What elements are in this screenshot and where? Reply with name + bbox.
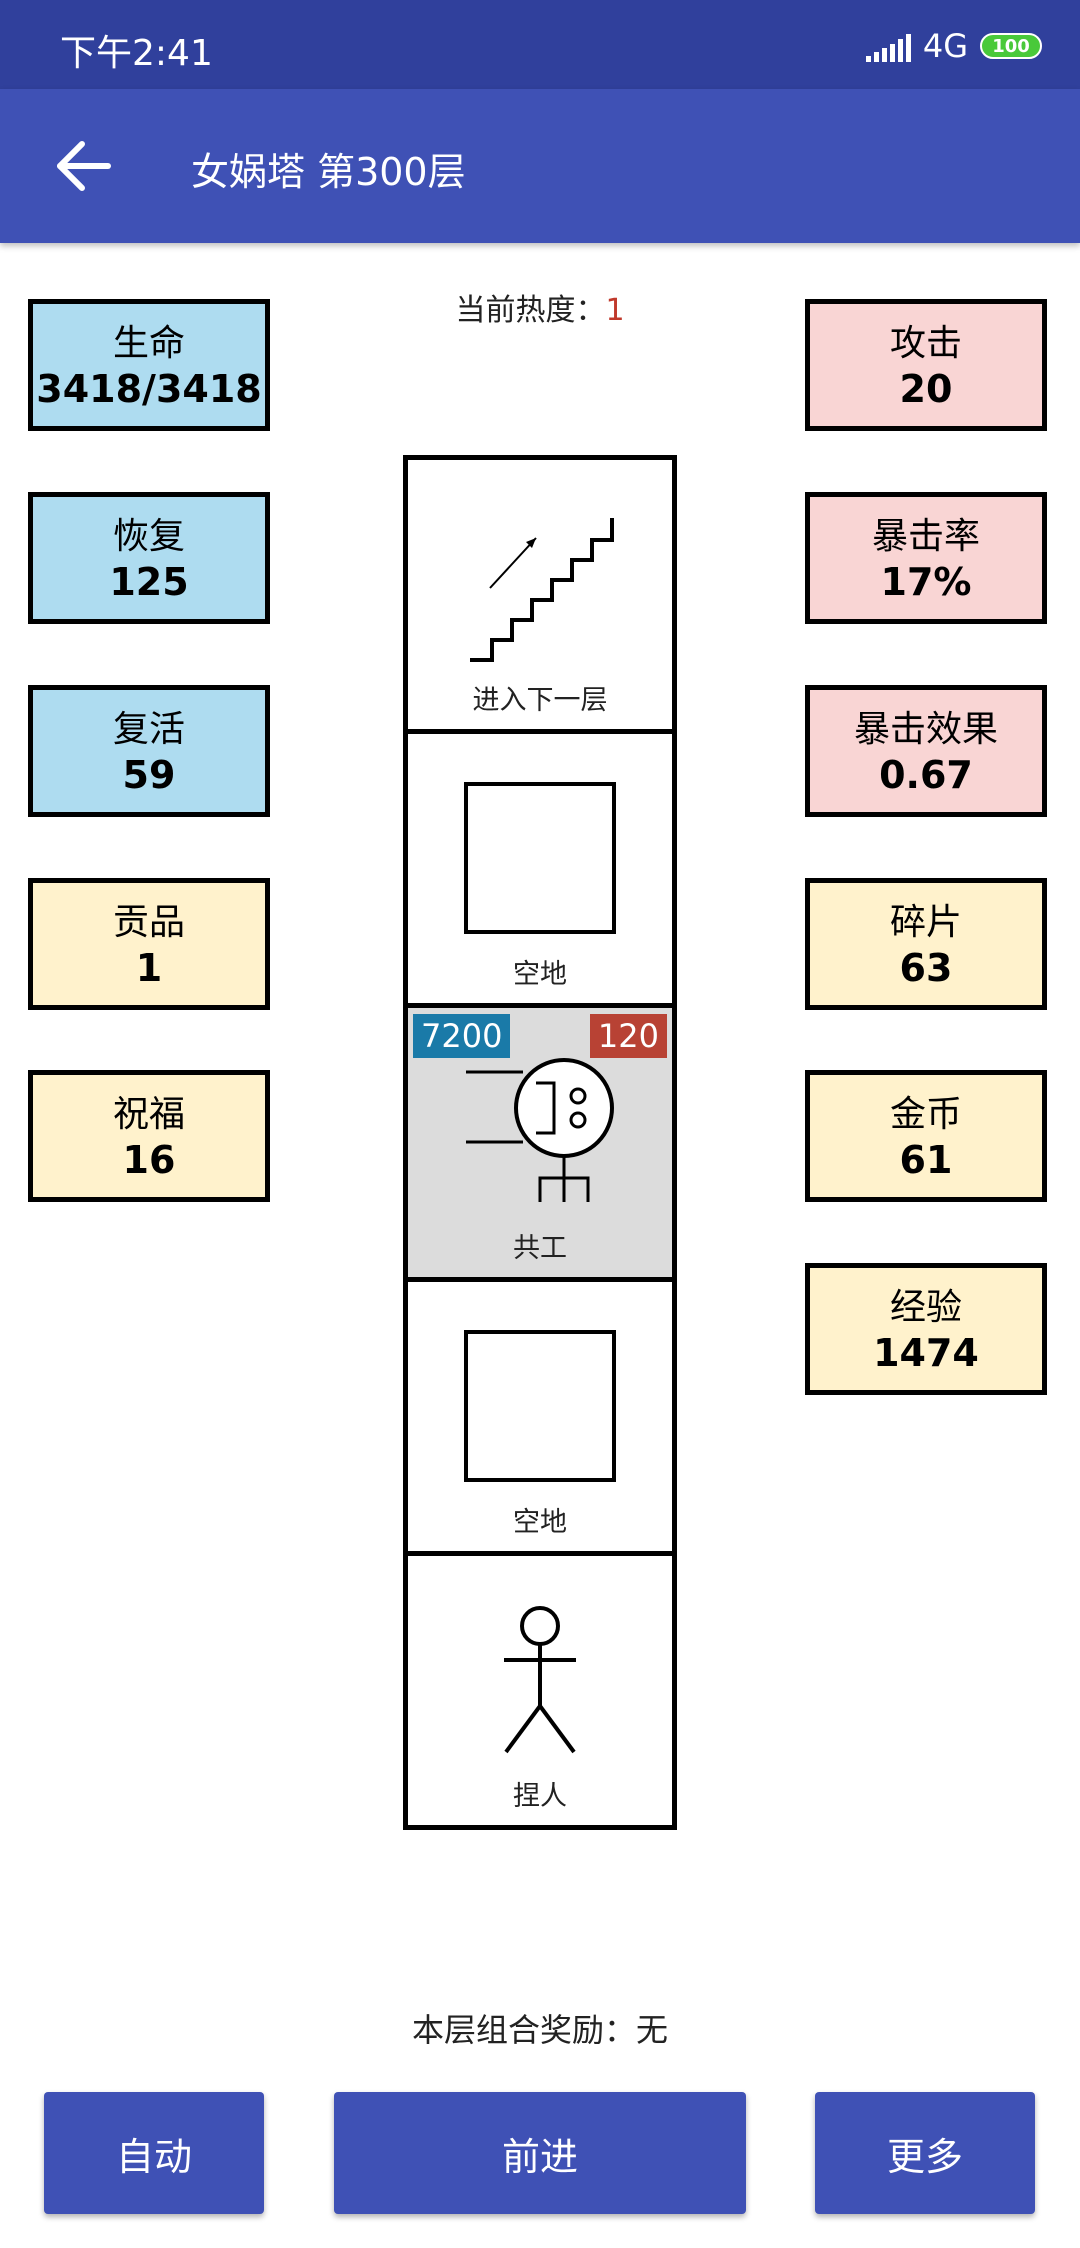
stat-tribute: 贡品 1 <box>28 878 270 1010</box>
stat-revive: 复活 59 <box>28 685 270 817</box>
stat-label: 暴击率 <box>871 516 980 557</box>
cell-label: 空地 <box>513 1507 567 1538</box>
tower-cell-empty[interactable]: 空地 <box>408 734 672 1008</box>
heat-label: 当前热度： <box>455 293 606 328</box>
more-button[interactable]: 更多 <box>815 2092 1035 2214</box>
stat-label: 复活 <box>112 709 185 750</box>
battery-icon: 100 <box>980 33 1042 59</box>
heat-value: 1 <box>605 293 625 328</box>
stat-value: 63 <box>899 946 953 990</box>
stat-value: 20 <box>899 367 953 411</box>
stat-label: 恢复 <box>112 516 185 557</box>
stat-label: 金币 <box>889 1094 962 1135</box>
stat-value: 59 <box>122 753 176 797</box>
back-button[interactable] <box>52 134 116 198</box>
monster-icon <box>466 1058 614 1202</box>
stat-crit-rate: 暴击率 17% <box>805 492 1047 624</box>
stat-value: 1 <box>135 946 163 990</box>
battery-level: 100 <box>992 35 1030 57</box>
tower-column: 进入下一层 空地 7200 120 共工 空地 <box>403 455 677 1830</box>
stat-label: 碎片 <box>889 902 962 943</box>
enemy-attack-badge: 120 <box>589 1014 667 1058</box>
stat-label: 生命 <box>112 323 185 364</box>
stat-experience: 经验 1474 <box>805 1263 1047 1395</box>
stat-label: 暴击效果 <box>853 709 998 750</box>
page-title: 女娲塔 第300层 <box>191 150 466 194</box>
stat-label: 经验 <box>889 1287 962 1328</box>
auto-button[interactable]: 自动 <box>44 2092 264 2214</box>
signal-icon <box>865 30 911 62</box>
stat-recovery: 恢复 125 <box>28 492 270 624</box>
cell-label: 进入下一层 <box>472 685 608 716</box>
stat-value: 61 <box>899 1138 953 1182</box>
enemy-hp-badge: 7200 <box>413 1014 511 1058</box>
status-icons: 4G 100 <box>865 26 1042 66</box>
stat-life: 生命 3418/3418 <box>28 299 270 431</box>
stairs-icon <box>470 518 614 662</box>
stat-fragments: 碎片 63 <box>805 878 1047 1010</box>
stat-gold: 金币 61 <box>805 1070 1047 1202</box>
stat-value: 3418/3418 <box>36 367 262 411</box>
stick-figure-icon <box>504 1606 576 1754</box>
cell-label: 共工 <box>513 1233 567 1264</box>
status-bar: 下午2:41 4G 100 <box>0 0 1080 89</box>
stat-value: 0.67 <box>879 753 973 797</box>
stat-value: 16 <box>122 1138 176 1182</box>
stat-value: 125 <box>109 560 189 604</box>
stat-value: 17% <box>880 560 972 604</box>
app-bar: 女娲塔 第300层 <box>0 89 1080 243</box>
empty-square-icon <box>464 1330 616 1482</box>
tower-cell-character[interactable]: 捏人 <box>408 1556 672 1825</box>
combo-bonus-text: 本层组合奖励：无 <box>411 2011 668 2049</box>
heat-indicator: 当前热度：1 <box>0 285 1080 329</box>
forward-button[interactable]: 前进 <box>334 2092 746 2214</box>
status-time: 下午2:41 <box>60 33 213 74</box>
tower-cell-empty[interactable]: 空地 <box>408 1282 672 1556</box>
tower-cell-next-floor[interactable]: 进入下一层 <box>408 460 672 734</box>
network-type: 4G <box>922 27 968 65</box>
stat-blessing: 祝福 16 <box>28 1070 270 1202</box>
stat-label: 贡品 <box>112 902 185 943</box>
stat-crit-effect: 暴击效果 0.67 <box>805 685 1047 817</box>
empty-square-icon <box>464 782 616 934</box>
arrow-left-icon <box>57 141 111 191</box>
stat-label: 攻击 <box>889 323 962 364</box>
cell-label: 捏人 <box>513 1781 567 1812</box>
stat-attack: 攻击 20 <box>805 299 1047 431</box>
tower-cell-enemy[interactable]: 7200 120 共工 <box>408 1008 672 1282</box>
stat-label: 祝福 <box>112 1094 185 1135</box>
stat-value: 1474 <box>873 1331 979 1375</box>
cell-label: 空地 <box>513 959 567 990</box>
